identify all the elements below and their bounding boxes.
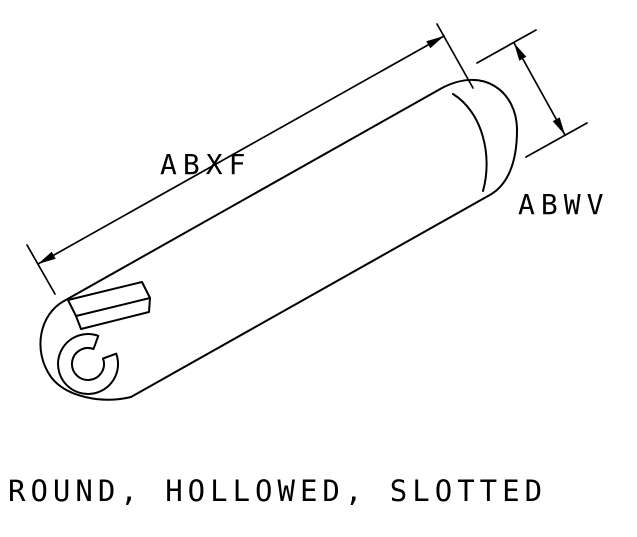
slot-floor-outline — [75, 297, 151, 330]
arrowhead-left-icon — [38, 251, 56, 264]
slotted-end-face — [39, 281, 151, 401]
figure-caption: ROUND, HOLLOWED, SLOTTED — [8, 474, 547, 508]
hollow-wall-cross-section — [57, 333, 119, 395]
length-dimension-line — [37, 35, 445, 265]
rounded-end-face-arc — [452, 93, 488, 192]
cylinder-top-edge — [63, 87, 443, 302]
length-extension-line-left — [26, 244, 56, 295]
diameter-extension-line-bottom — [525, 122, 588, 158]
cylinder-bottom-edge — [130, 195, 489, 398]
length-dimension: ABXF — [26, 23, 474, 295]
end-face-outer-arc — [39, 300, 132, 401]
diameter-dimension-label: ABWV — [518, 188, 609, 221]
diameter-dimension: ABWV — [476, 29, 609, 221]
diameter-extension-line-top — [476, 29, 537, 64]
length-dimension-label: ABXF — [160, 148, 251, 181]
arrowhead-bottom-icon — [552, 117, 565, 135]
length-extension-line-right — [436, 23, 474, 89]
cylinder-body — [63, 78, 518, 398]
rounded-end-silhouette — [441, 78, 518, 197]
arrowhead-top-icon — [514, 43, 527, 61]
arrowhead-right-icon — [426, 36, 444, 49]
slot-opening-outline — [67, 281, 151, 317]
